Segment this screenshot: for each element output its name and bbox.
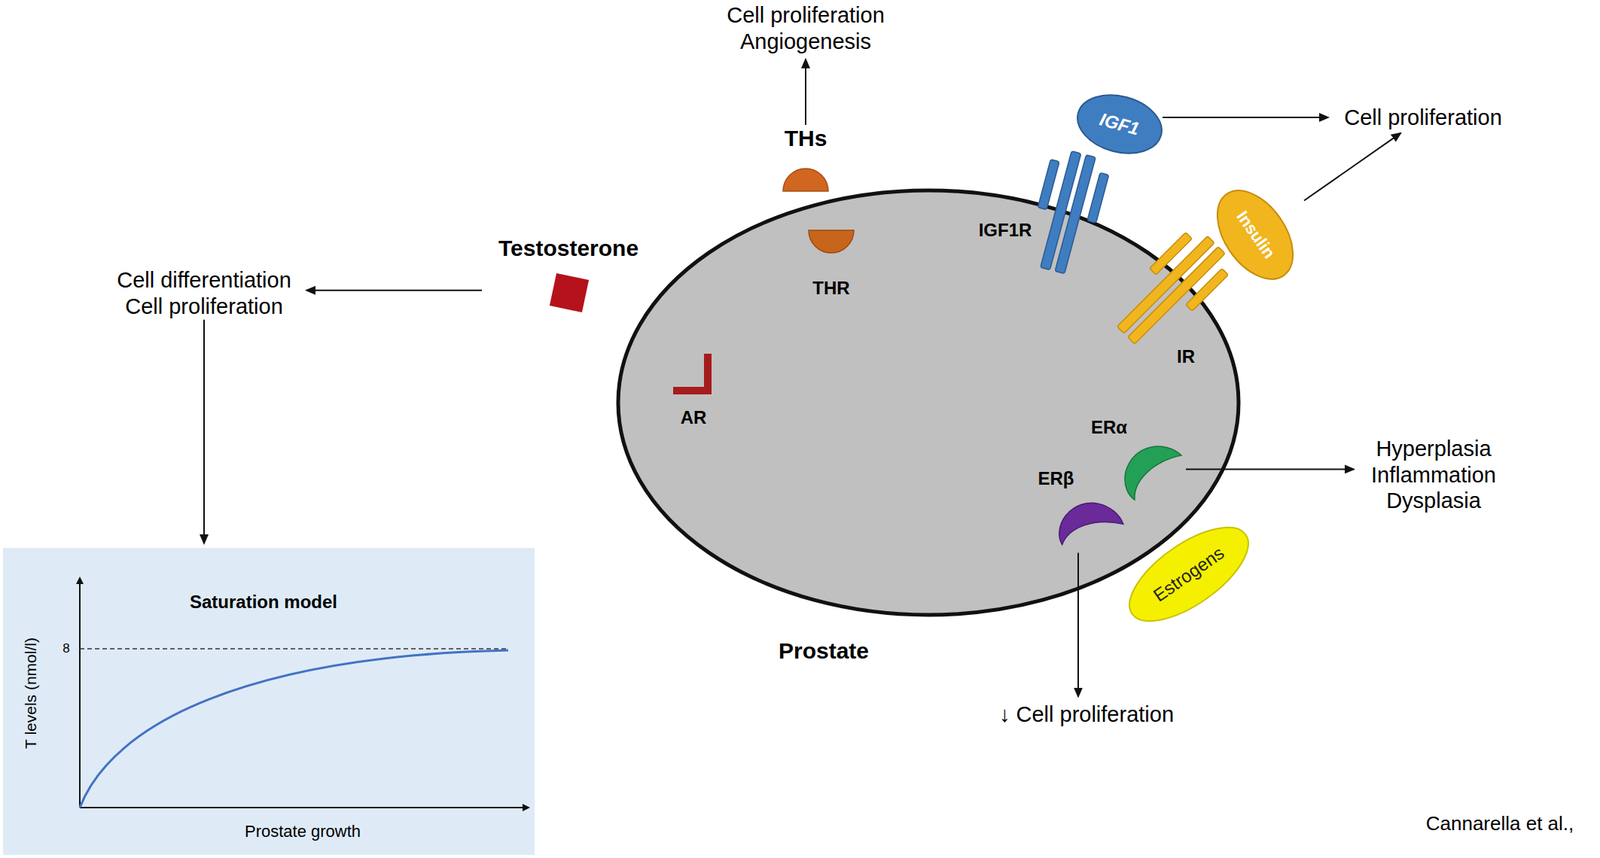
receptor-node: AR xyxy=(663,346,724,430)
node-text: Hyperplasia Inflammation Dysplasia xyxy=(1358,435,1509,515)
axis-title: T levels (nmol/l) xyxy=(21,637,40,750)
arrow-connector xyxy=(1185,468,1354,470)
node-text: THR xyxy=(812,277,850,300)
node-text: Cell differentiation Cell proliferation xyxy=(106,267,302,320)
arrow-connector xyxy=(1077,553,1079,698)
arrow-connector xyxy=(804,59,807,125)
prostate-cell: ProstateTHRIGF1RIRARERαERβ xyxy=(615,187,1242,619)
ligand-ellipse: Estrogens xyxy=(1121,529,1257,620)
citation: Cannarella et al., xyxy=(1426,812,1575,836)
node-text: ERβ xyxy=(1038,468,1075,491)
effect-text: ↓ Cell proliferation xyxy=(984,701,1189,729)
node-text: ↓ Cell proliferation xyxy=(984,701,1189,729)
node-text: Prostate xyxy=(615,637,1033,665)
node-text: Cell proliferation Angiogenesis xyxy=(715,2,896,55)
effect-text: Cell proliferation xyxy=(1332,104,1514,132)
node-text: THs xyxy=(784,124,828,153)
axis-tick: 8 xyxy=(62,641,70,657)
effect-text: Cell proliferation Angiogenesis xyxy=(715,2,896,55)
receptor-node: THR xyxy=(801,228,862,300)
node-text: Saturation model xyxy=(3,591,525,614)
node-text: Testosterone xyxy=(498,234,639,263)
prostate-cell-shape xyxy=(615,187,1242,619)
receptor-label: IGF1R xyxy=(967,219,1043,242)
arrow-connector xyxy=(1304,133,1401,202)
hormone-node: Testosterone xyxy=(481,234,656,314)
node-text: Cell proliferation xyxy=(1332,104,1514,132)
node-text: AR xyxy=(680,407,708,430)
arrow-connector xyxy=(1162,116,1329,119)
node-text: IR xyxy=(1163,346,1209,369)
effect-text: Hyperplasia Inflammation Dysplasia xyxy=(1358,435,1509,515)
hormone-node: THs xyxy=(771,124,840,195)
receptor-node: ERα xyxy=(1088,412,1186,503)
node-text: ERα xyxy=(1091,417,1128,439)
axis-title: Prostate growth xyxy=(244,822,361,842)
receptor-label: IR xyxy=(1163,346,1209,369)
arrow-connector xyxy=(306,289,482,292)
receptor-node: ERβ xyxy=(1035,465,1122,554)
node-text: IGF1R xyxy=(967,219,1043,242)
arrow-connector xyxy=(203,320,205,544)
effect-text: Cell differentiation Cell proliferation xyxy=(106,267,302,320)
ligand-ellipse: IGF1 xyxy=(1076,95,1163,153)
plot-panel: Saturation model xyxy=(3,548,535,856)
